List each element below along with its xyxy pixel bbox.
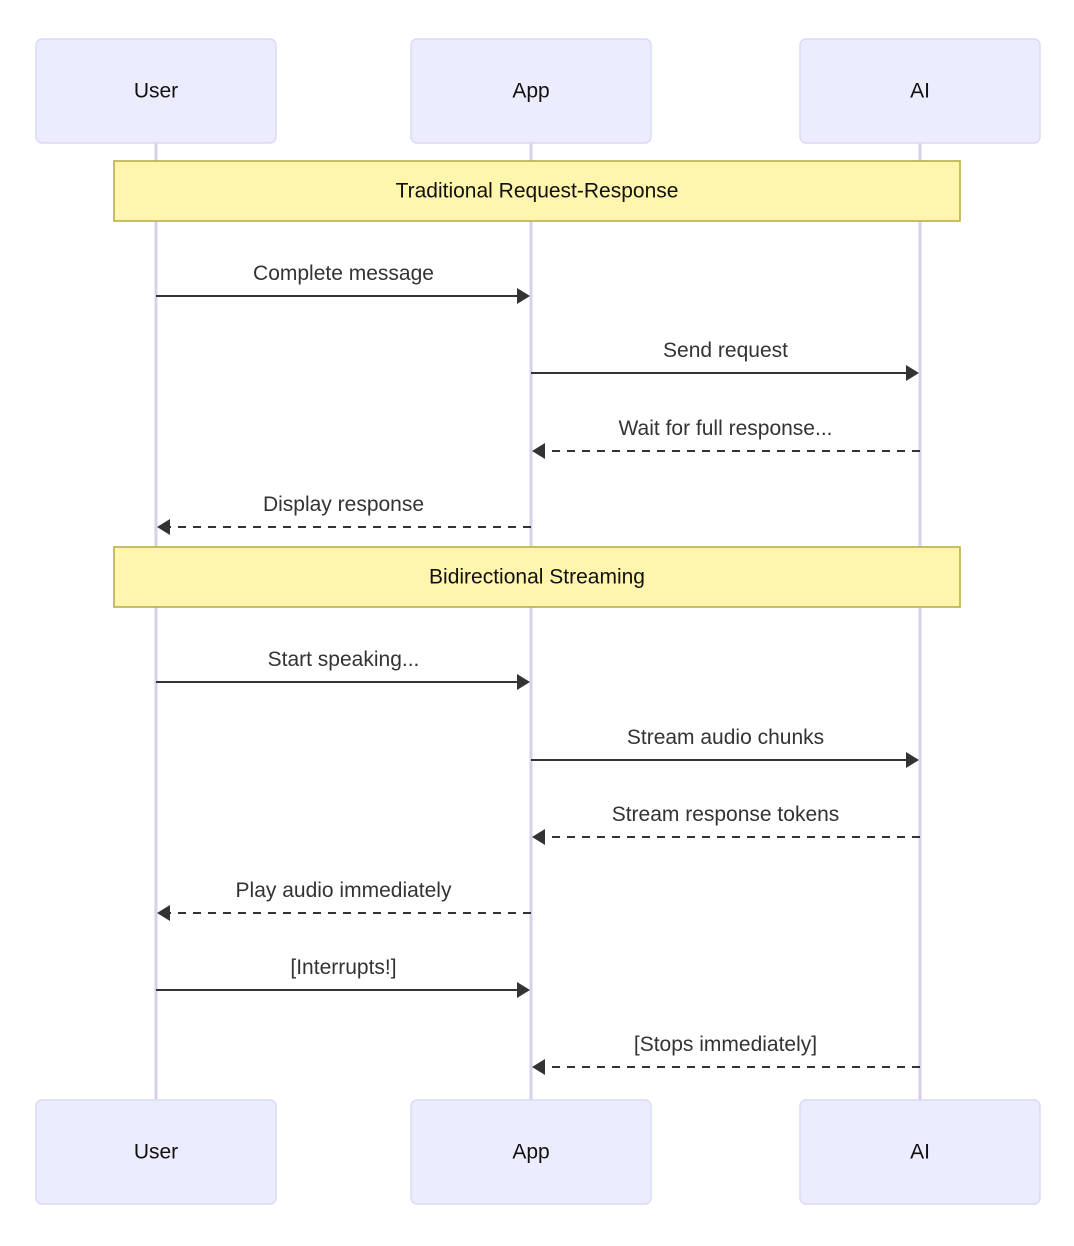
participant-ai-top[interactable]: AI [799, 38, 1041, 144]
msg-stream-response-tokens-label: Stream response tokens [612, 803, 840, 826]
msg-interrupts-label: [Interrupts!] [290, 956, 396, 979]
participant-user-bottom-box[interactable] [35, 1099, 277, 1205]
msg-stream-audio-chunks-label: Stream audio chunks [627, 726, 824, 749]
msg-play-audio-immediately-label: Play audio immediately [236, 879, 452, 902]
participant-ai-top-box[interactable] [799, 38, 1041, 144]
msg-interrupts: [Interrupts!] [156, 956, 530, 998]
msg-complete-message-label: Complete message [253, 262, 434, 285]
participant-ai-top-label: AI [910, 80, 930, 103]
msg-stops-immediately: [Stops immediately] [532, 1033, 920, 1075]
participant-app-bottom-label: App [512, 1141, 549, 1164]
participant-app-bottom-box[interactable] [410, 1099, 652, 1205]
participant-ai-bottom-label: AI [910, 1141, 930, 1164]
msg-display-response-label: Display response [263, 493, 424, 516]
notes-layer: Traditional Request-ResponseBidirectiona… [113, 160, 961, 608]
msg-stops-immediately-arrowhead [532, 1059, 545, 1075]
msg-start-speaking: Start speaking... [156, 648, 530, 690]
msg-play-audio-immediately: Play audio immediately [157, 879, 531, 921]
msg-complete-message: Complete message [156, 262, 530, 304]
participant-ai-bottom[interactable]: AI [799, 1099, 1041, 1205]
participant-user-top[interactable]: User [35, 38, 277, 144]
msg-send-request-label: Send request [663, 339, 788, 362]
msg-stream-response-tokens: Stream response tokens [532, 803, 920, 845]
note-traditional-box [113, 160, 961, 222]
msg-stream-response-tokens-arrowhead [532, 829, 545, 845]
participant-user-top-label: User [134, 80, 178, 103]
msg-start-speaking-label: Start speaking... [268, 648, 420, 671]
note-traditional-label: Traditional Request-Response [396, 180, 679, 203]
participant-user-bottom[interactable]: User [35, 1099, 277, 1205]
msg-wait-full-response: Wait for full response... [532, 417, 920, 459]
msg-display-response-arrowhead [157, 519, 170, 535]
note-streaming: Bidirectional Streaming [113, 546, 961, 608]
msg-send-request-arrowhead [906, 365, 919, 381]
lifelines-layer [154, 143, 922, 1100]
participant-app-bottom[interactable]: App [410, 1099, 652, 1205]
msg-send-request: Send request [531, 339, 919, 381]
note-streaming-box [113, 546, 961, 608]
participant-app-top-label: App [512, 80, 549, 103]
note-streaming-label: Bidirectional Streaming [429, 566, 645, 589]
msg-stream-audio-chunks-arrowhead [906, 752, 919, 768]
msg-display-response: Display response [157, 493, 531, 535]
msg-play-audio-immediately-arrowhead [157, 905, 170, 921]
msg-complete-message-arrowhead [517, 288, 530, 304]
msg-stops-immediately-label: [Stops immediately] [634, 1033, 817, 1056]
msg-stream-audio-chunks: Stream audio chunks [531, 726, 919, 768]
participant-user-top-box[interactable] [35, 38, 277, 144]
msg-interrupts-arrowhead [517, 982, 530, 998]
participant-ai-bottom-box[interactable] [799, 1099, 1041, 1205]
participant-app-top-box[interactable] [410, 38, 652, 144]
participant-app-top[interactable]: App [410, 38, 652, 144]
msg-wait-full-response-arrowhead [532, 443, 545, 459]
note-traditional: Traditional Request-Response [113, 160, 961, 222]
msg-wait-full-response-label: Wait for full response... [619, 417, 833, 440]
msg-start-speaking-arrowhead [517, 674, 530, 690]
participant-user-bottom-label: User [134, 1141, 178, 1164]
